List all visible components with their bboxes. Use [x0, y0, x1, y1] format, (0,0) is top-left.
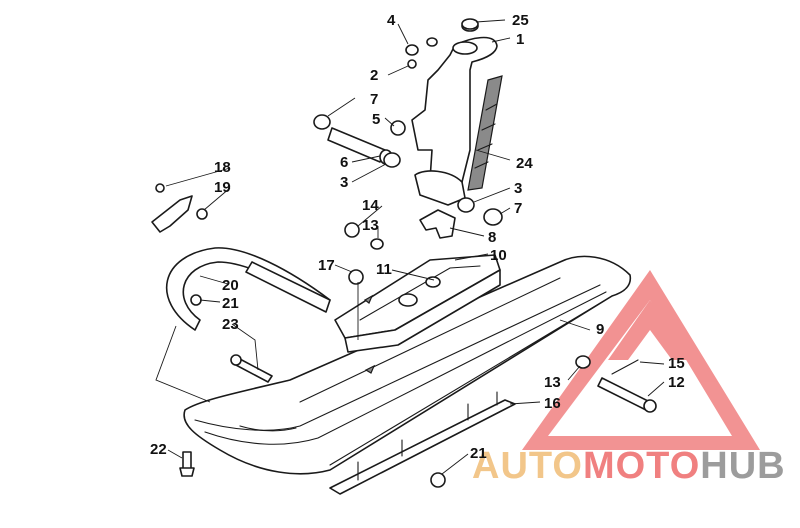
- nut-21-handle: [190, 294, 202, 306]
- label-1: 1: [516, 31, 524, 48]
- washer-4: [405, 37, 438, 56]
- label-8: 8: [488, 229, 496, 246]
- label-4: 4: [387, 12, 396, 29]
- ski-handle-loop: [166, 247, 331, 331]
- label-16: 16: [544, 395, 561, 412]
- cotter-pin-15: [611, 359, 639, 375]
- bushing-left-7: [313, 114, 331, 130]
- bolt-22: [179, 451, 195, 477]
- label-9: 9: [596, 321, 604, 338]
- nut-17: [348, 269, 364, 285]
- nut-19: [196, 208, 208, 220]
- nut-2: [407, 59, 417, 69]
- damper-8: [419, 209, 456, 239]
- watermark-moto: MOTO: [583, 445, 700, 487]
- bolt-23: [230, 354, 273, 383]
- watermark-auto: AUTO: [472, 445, 583, 487]
- label-23: 23: [222, 316, 239, 333]
- label-3b: 3: [514, 180, 522, 197]
- label-10: 10: [490, 247, 507, 264]
- label-7a: 7: [370, 91, 378, 108]
- label-18: 18: [214, 159, 231, 176]
- label-17: 17: [318, 257, 335, 274]
- bushing-7-right: [483, 208, 503, 226]
- label-6: 6: [340, 154, 348, 171]
- callout-labels: 1 2 3 3 4 5 6 7 7 8 9 10 11 12 13 13 14 …: [150, 12, 685, 462]
- label-21b: 21: [470, 445, 487, 462]
- label-19: 19: [214, 179, 231, 196]
- label-15: 15: [668, 355, 685, 372]
- spacer-6: [327, 127, 393, 165]
- label-3a: 3: [340, 174, 348, 191]
- label-20: 20: [222, 277, 239, 294]
- label-7b: 7: [514, 200, 522, 217]
- leader-lines: [155, 19, 665, 475]
- watermark-hub: HUB: [700, 445, 785, 487]
- label-12: 12: [668, 374, 685, 391]
- watermark-text: AUTOMOTOHUB: [472, 445, 786, 487]
- label-13b: 13: [544, 374, 561, 391]
- label-14: 14: [362, 197, 379, 214]
- handle-bracket-18: [151, 183, 193, 233]
- label-25: 25: [512, 12, 529, 29]
- bushing-3-left: [383, 152, 401, 168]
- spindle-bracket: [334, 254, 501, 374]
- washer-13: [370, 238, 384, 250]
- label-24: 24: [516, 155, 533, 172]
- spindle-decal: [467, 75, 503, 191]
- label-11: 11: [376, 261, 392, 278]
- watermark-logo: [522, 270, 760, 450]
- label-13a: 13: [362, 217, 379, 234]
- label-22: 22: [150, 441, 167, 458]
- label-2: 2: [370, 67, 378, 84]
- label-5: 5: [372, 111, 380, 128]
- nut-14: [344, 222, 360, 238]
- cap-25: [461, 18, 479, 30]
- bushing-3-right: [457, 197, 475, 213]
- label-21a: 21: [222, 295, 239, 312]
- nut-21-bottom: [430, 472, 446, 488]
- bushing-5: [390, 120, 406, 136]
- ski-body: [183, 255, 632, 475]
- spindle-bolt-12: [575, 355, 657, 413]
